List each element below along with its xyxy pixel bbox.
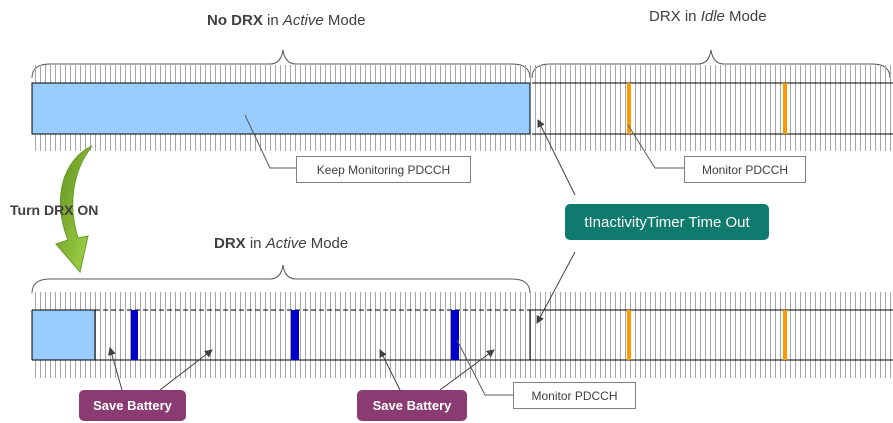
- save-battery-badge-left: Save Battery: [79, 390, 186, 421]
- heading-drx-active-bold: DRX: [214, 235, 246, 252]
- on-duration-slot-2: [291, 310, 299, 360]
- continuous-monitoring-region: [31, 82, 531, 135]
- save-battery-badge-right: Save Battery: [357, 390, 467, 421]
- heading-no-drx-mode-italic: Active: [282, 12, 324, 29]
- idle-monitor-slot-3: [627, 310, 631, 360]
- initial-monitoring-region: [32, 310, 95, 360]
- heading-drx-idle: DRX in Idle Mode: [649, 8, 767, 25]
- inactivity-timer-timeout-badge: tInactivityTimer Time Out: [565, 204, 769, 240]
- heading-drx-active-in: in: [245, 235, 266, 252]
- heading-no-drx-mode: Mode: [323, 12, 366, 29]
- heading-idle-italic: Idle: [700, 8, 725, 25]
- on-duration-slot-1: [131, 310, 138, 360]
- idle-monitor-slot-4: [783, 310, 787, 360]
- keep-monitoring-pointer: [244, 114, 296, 169]
- monitor-pdcch-bottom-label: Monitor PDCCH: [513, 382, 636, 409]
- timeout-arrow-top: [537, 119, 576, 196]
- heading-idle-prefix: DRX in: [649, 8, 701, 25]
- turn-on-arrow-icon: [55, 145, 93, 274]
- keep-monitoring-label: Keep Monitoring PDCCH: [296, 156, 471, 183]
- save-battery-arrow-4: [439, 349, 495, 391]
- monitor-pdcch-top-label: Monitor PDCCH: [684, 156, 806, 183]
- heading-drx-active: DRX in Active Mode: [214, 235, 348, 252]
- brace-no-drx: [31, 49, 531, 79]
- monitor-top-pointer: [627, 124, 684, 169]
- brace-idle: [531, 49, 891, 79]
- monitor-bottom-pointer: [456, 339, 513, 396]
- turn-drx-on-label: Turn DRX ON: [10, 202, 99, 218]
- heading-no-drx-bold: No DRX: [207, 12, 263, 29]
- idle-monitor-slot-2: [783, 83, 787, 134]
- idle-monitor-slot-1: [627, 83, 631, 134]
- heading-no-drx-in: in: [262, 12, 283, 29]
- brace-drx-active: [31, 264, 531, 294]
- on-duration-slot-3: [451, 310, 459, 360]
- heading-drx-active-italic: Active: [265, 235, 307, 252]
- heading-no-drx-active: No DRX in Active Mode: [207, 12, 365, 29]
- save-battery-arrow-2: [159, 349, 213, 391]
- save-battery-arrow-1: [108, 347, 123, 391]
- timeout-arrow-bottom: [536, 251, 576, 324]
- bottom-timeline: [31, 292, 893, 378]
- save-battery-arrow-3: [379, 349, 401, 391]
- heading-idle-mode: Mode: [724, 8, 767, 25]
- top-timeline: [31, 65, 893, 151]
- heading-drx-active-mode: Mode: [306, 235, 349, 252]
